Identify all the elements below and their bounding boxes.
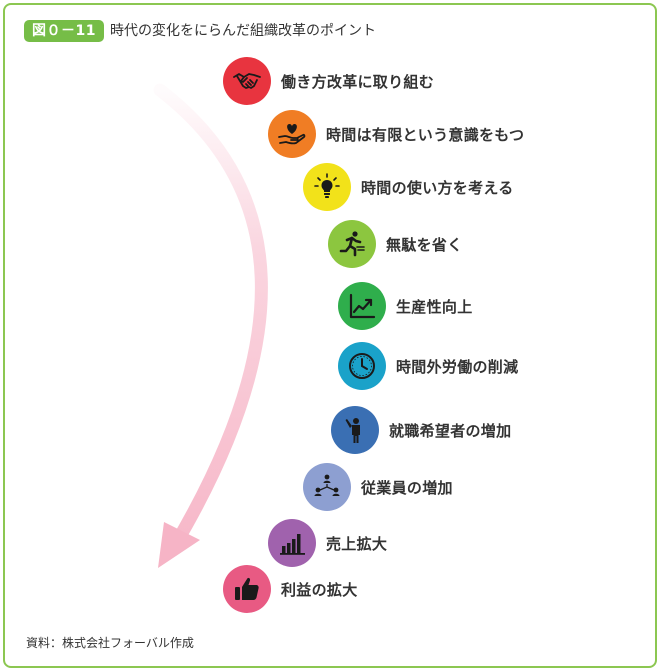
bar-chart-icon [268,519,316,567]
flow-arrow-head [158,522,200,568]
step-work-style-reform: 働き方改革に取り組む [223,57,434,105]
running-person-icon [328,220,376,268]
step-label: 生産性向上 [396,297,473,316]
lightbulb-icon [303,163,351,211]
step-label: 利益の拡大 [281,580,358,599]
people-network-icon [303,463,351,511]
handshake-icon [223,57,271,105]
step-more-job-applicants: 就職希望者の増加 [331,406,511,454]
step-label: 従業員の増加 [361,478,453,497]
step-label: 就職希望者の増加 [389,421,512,440]
clock-icon [338,342,386,390]
step-label: 時間の使い方を考える [361,178,514,197]
step-overtime-reduction: 時間外労働の削減 [338,342,518,390]
step-productivity-improvement: 生産性向上 [338,282,473,330]
step-sales-expansion: 売上拡大 [268,519,387,567]
step-profit-expansion: 利益の拡大 [223,565,358,613]
step-label: 働き方改革に取り組む [281,72,435,91]
figure-frame [3,3,657,668]
step-more-employees: 従業員の増加 [303,463,453,511]
step-label: 時間外労働の削減 [396,357,519,376]
step-label: 売上拡大 [326,534,388,553]
step-think-time-use: 時間の使い方を考える [303,163,514,211]
step-time-is-finite: 時間は有限という意識をもつ [268,110,524,158]
step-eliminate-waste: 無駄を省く [328,220,463,268]
flow-arrow-shaft [153,83,268,552]
rising-chart-icon [338,282,386,330]
source-note: 資料：株式会社フォーバル作成 [26,636,194,650]
step-label: 無駄を省く [386,235,463,254]
thumbs-up-icon [223,565,271,613]
figure-title: 時代の変化をにらんだ組織改革のポイント [110,23,376,39]
step-label: 時間は有限という意識をもつ [326,125,525,144]
figure-number-badge: 図０－11 [24,20,104,42]
raised-hand-person-icon [331,406,379,454]
heart-in-hand-icon [268,110,316,158]
